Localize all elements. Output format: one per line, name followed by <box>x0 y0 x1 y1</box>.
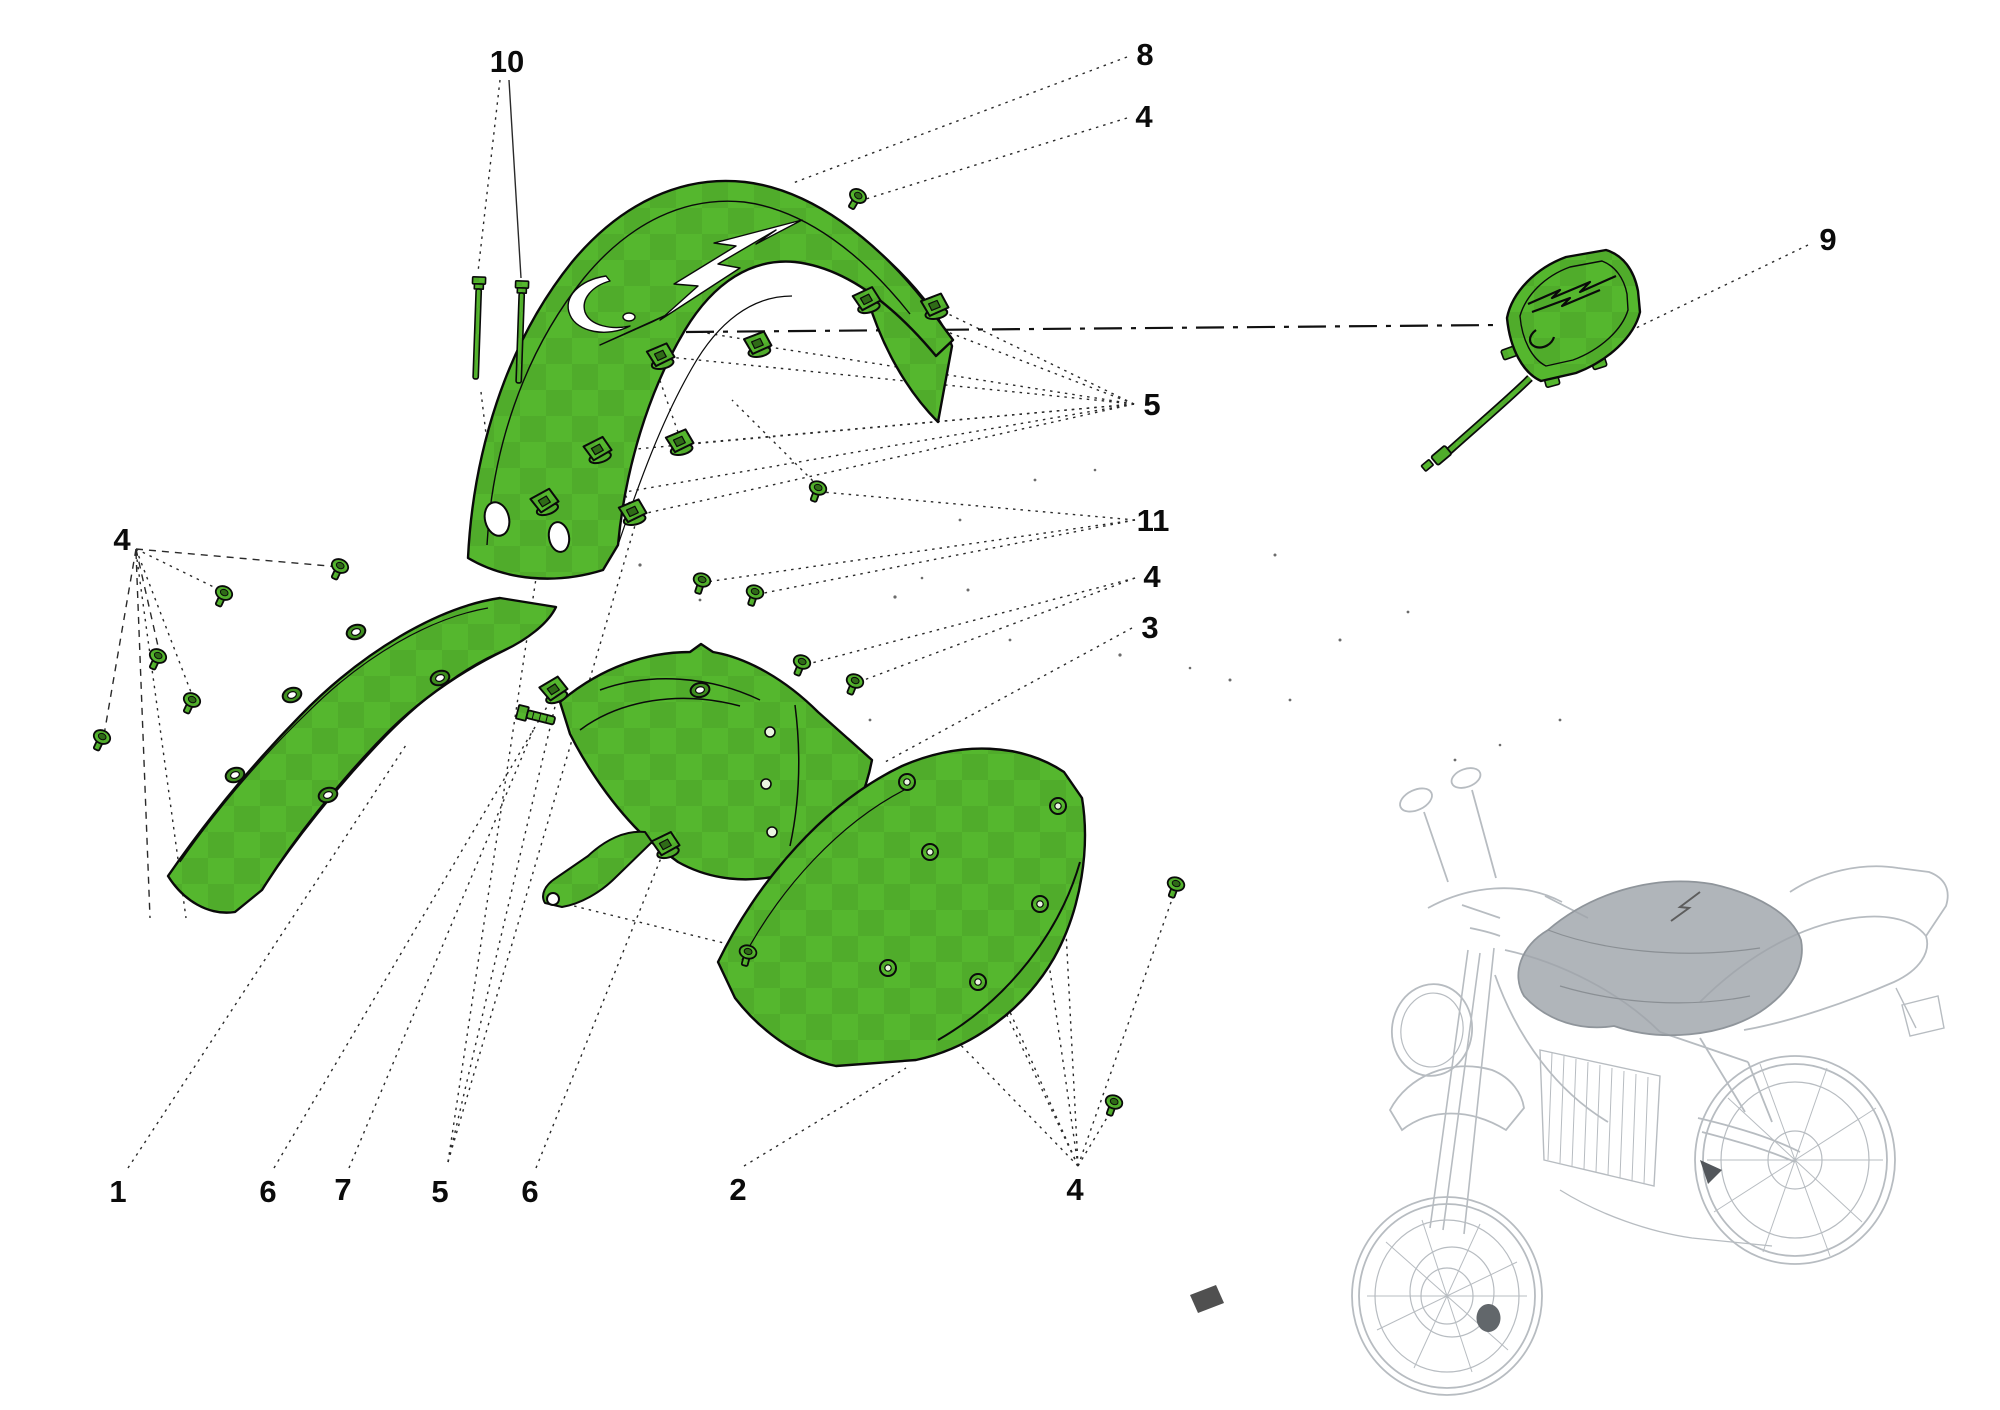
callout-4-mid: 4 <box>1143 559 1161 594</box>
screw <box>787 651 814 680</box>
axis-centerline <box>685 323 1499 334</box>
callout-4-top: 4 <box>1135 99 1153 134</box>
screw <box>741 581 767 610</box>
hex-bolt <box>514 703 558 729</box>
callout-5-right: 5 <box>1143 387 1161 422</box>
plate-hanger <box>1895 987 1945 1037</box>
callout-6-a: 6 <box>259 1174 277 1209</box>
callout-4-bottom: 4 <box>1066 1172 1084 1207</box>
battery-box <box>1539 1049 1661 1187</box>
screw <box>1100 1091 1126 1120</box>
front-wheel <box>1351 1196 1543 1396</box>
long-bolt <box>467 275 487 381</box>
tank-cover-part <box>466 179 955 580</box>
callout-7: 7 <box>334 1172 352 1207</box>
callout-4-left: 4 <box>113 522 131 557</box>
green-parts <box>87 179 1642 1120</box>
tank-highlight <box>1517 880 1803 1037</box>
center-side-panel-part <box>542 642 874 908</box>
screw <box>143 645 170 674</box>
callout-11: 11 <box>1136 503 1170 538</box>
callout-3: 3 <box>1141 610 1159 645</box>
screw <box>325 555 352 584</box>
callout-10: 10 <box>489 44 525 79</box>
screw <box>688 569 714 598</box>
callout-5-bottom: 5 <box>431 1174 449 1209</box>
screw <box>87 726 114 755</box>
mirror <box>1399 787 1433 813</box>
tank-emblem <box>1670 891 1701 922</box>
screw <box>840 670 867 699</box>
callout-9: 9 <box>1819 222 1837 257</box>
clip-nut <box>663 427 697 459</box>
screw <box>177 689 204 718</box>
handlebar <box>1427 887 1589 919</box>
screw <box>209 582 236 611</box>
right-side-panel-part <box>716 747 1087 1068</box>
screw <box>804 477 830 506</box>
lightning-logo-cutout <box>567 219 803 346</box>
clip-nut <box>742 329 775 361</box>
callout-1: 1 <box>109 1174 127 1209</box>
tail-light-emblem <box>1527 274 1617 349</box>
rear-wheel <box>1694 1055 1896 1265</box>
tail-light-part <box>1420 248 1642 472</box>
callout-8: 8 <box>1136 37 1154 72</box>
callout-2: 2 <box>729 1172 747 1207</box>
leader-lines <box>103 56 1809 1169</box>
motorcycle-sketch <box>1190 767 1949 1396</box>
callout-6-b: 6 <box>521 1174 539 1209</box>
mirror <box>1450 767 1482 789</box>
headlight <box>1390 983 1474 1077</box>
speckle-dots <box>638 468 1562 762</box>
screw <box>1162 873 1188 902</box>
left-side-panel-part <box>166 596 558 914</box>
screw <box>842 184 870 214</box>
front-fender <box>1388 1065 1525 1132</box>
